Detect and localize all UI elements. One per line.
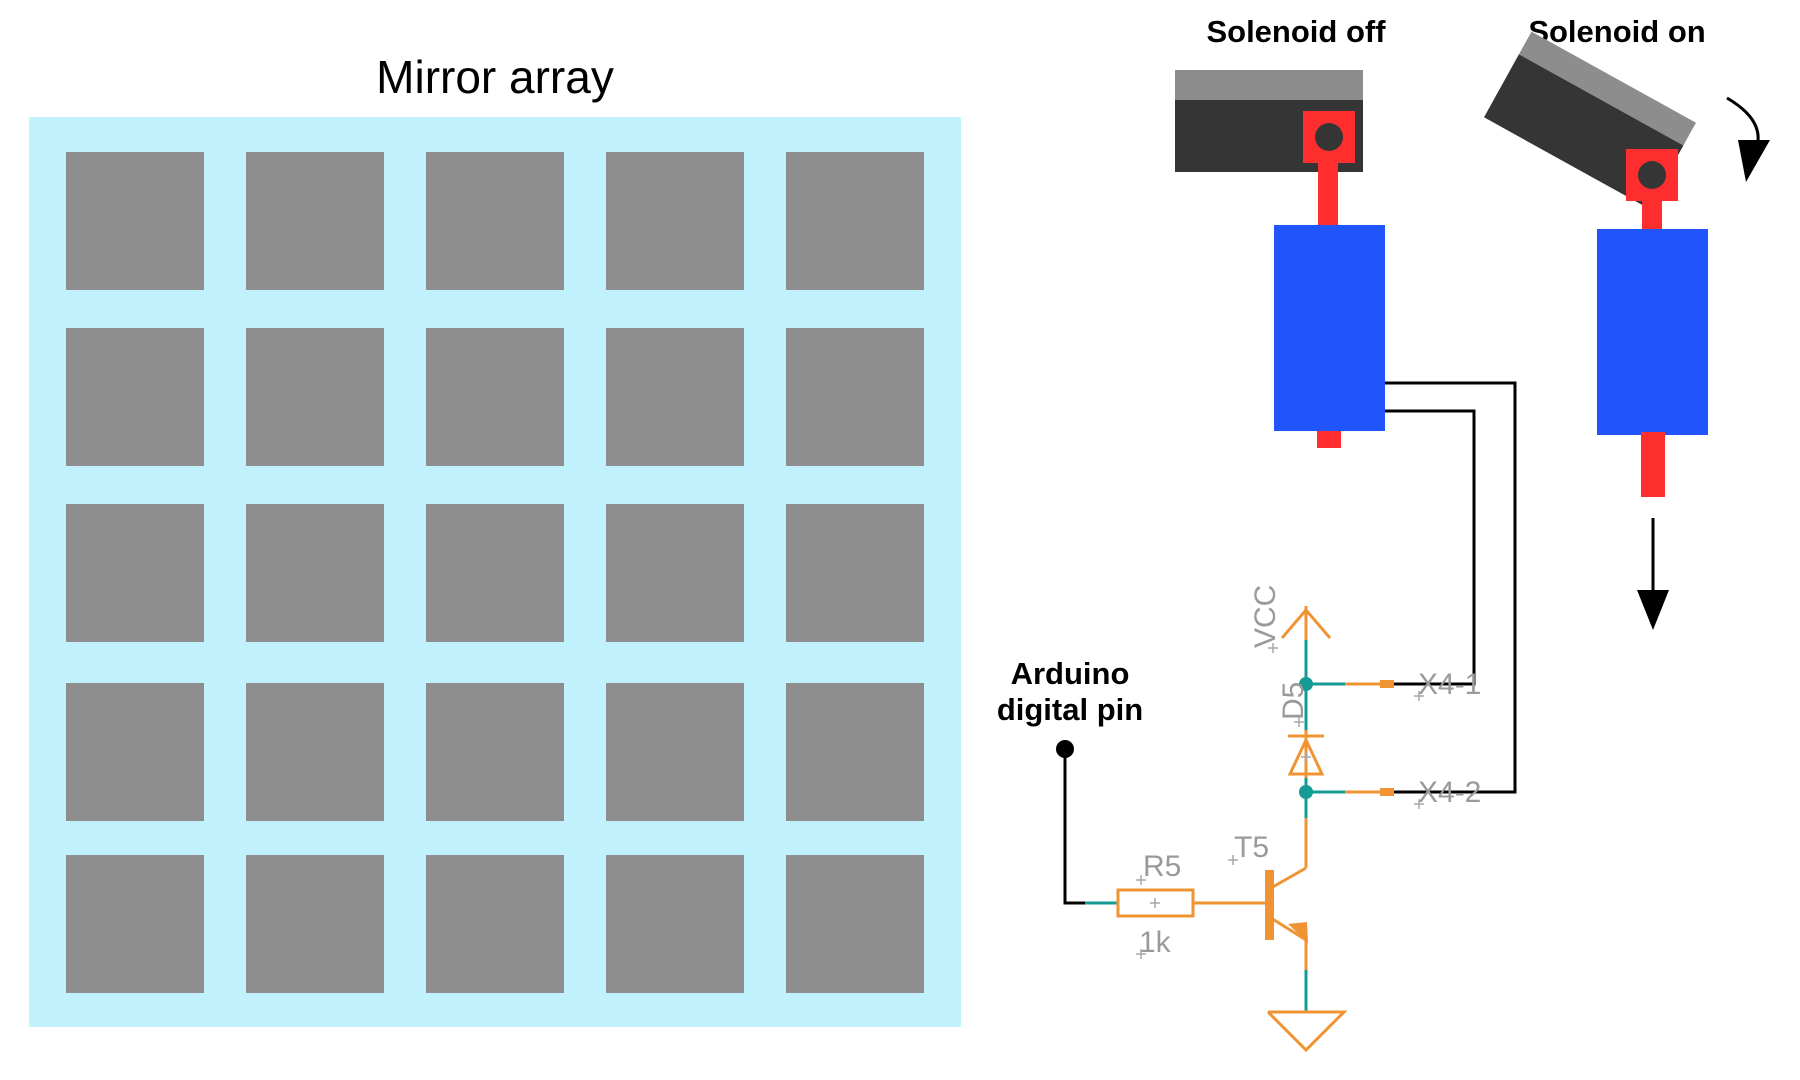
mirror-tile <box>426 152 564 290</box>
solenoid-body-on <box>1597 229 1708 435</box>
mirror-grid <box>66 152 924 993</box>
solenoid-on-assembly <box>1484 31 1770 630</box>
x4-1-label: X4-1 <box>1418 668 1481 701</box>
mirror-tile <box>66 504 204 642</box>
mirror-light-strip <box>1175 70 1363 100</box>
solenoid-on-label: Solenoid on <box>1528 14 1705 49</box>
plunger-rod <box>1318 160 1338 230</box>
mirror-tile <box>606 328 744 466</box>
t5-emitter-arrow <box>1288 922 1308 943</box>
mirror-tile <box>426 855 564 993</box>
mirror-tile <box>786 152 924 290</box>
d5-label: D5 <box>1277 682 1310 720</box>
mirror-tile <box>246 683 384 821</box>
solenoid-wires <box>1385 381 1517 794</box>
arduino-label-line1: Arduino <box>1011 656 1130 691</box>
t5-base-bar <box>1265 870 1274 940</box>
t5-collector-diag <box>1270 866 1307 890</box>
rotation-arrow-head <box>1738 140 1770 182</box>
mirror-tile <box>426 683 564 821</box>
mirror-tile <box>606 504 744 642</box>
solenoid-body <box>1274 225 1385 431</box>
mirror-tile <box>606 855 744 993</box>
mirror-tile <box>426 504 564 642</box>
junction-vcc <box>1299 677 1313 691</box>
x4-1-pin <box>1380 680 1394 688</box>
mirror-tile <box>426 328 564 466</box>
solenoid-off-label: Solenoid off <box>1206 14 1386 49</box>
mirror-tile <box>66 683 204 821</box>
tilted-mirror-light <box>1518 31 1696 146</box>
plunger-rod-on <box>1642 195 1662 235</box>
mirror-tile <box>246 855 384 993</box>
plunger-tail <box>1317 428 1341 448</box>
x4-2-label: X4-2 <box>1418 776 1481 809</box>
vcc-label: VCC <box>1249 585 1282 648</box>
t5-label: T5 <box>1234 831 1269 864</box>
pull-down-arrow-head <box>1637 590 1669 630</box>
mirror-tile <box>66 152 204 290</box>
wire-to-x4-2 <box>1385 381 1517 794</box>
solenoid-off-assembly <box>1175 70 1385 448</box>
mirror-tile <box>786 328 924 466</box>
mirror-tile <box>246 328 384 466</box>
mirror-tile <box>66 328 204 466</box>
wire-to-x4-1 <box>1385 409 1476 686</box>
plunger-tail-on <box>1641 432 1665 497</box>
mirror-tile <box>606 152 744 290</box>
origin-crosses <box>1136 643 1424 959</box>
mirror-tile <box>606 683 744 821</box>
mirror-tile <box>246 504 384 642</box>
mirror-tile <box>246 152 384 290</box>
orange-parts <box>1116 606 1393 1053</box>
ground-symbol <box>1266 1010 1348 1053</box>
x4-2-pin <box>1380 788 1394 796</box>
r5-label: R5 <box>1143 850 1181 883</box>
driver-schematic: Arduino digital pin <box>997 585 1481 1053</box>
mirror-tile <box>786 855 924 993</box>
mirror-tile <box>66 855 204 993</box>
mirror-tile <box>786 683 924 821</box>
arduino-label-line2: digital pin <box>997 692 1143 727</box>
hinge-pin <box>1315 123 1343 151</box>
t5-emitter-diag <box>1270 916 1307 942</box>
hinge-pin-on <box>1638 161 1666 189</box>
mirror-tile <box>786 504 924 642</box>
junction-x4-2 <box>1299 785 1313 799</box>
arduino-wire <box>1063 749 1085 905</box>
vcc-arrow <box>1280 607 1332 639</box>
mirror-array-title: Mirror array <box>376 51 614 103</box>
